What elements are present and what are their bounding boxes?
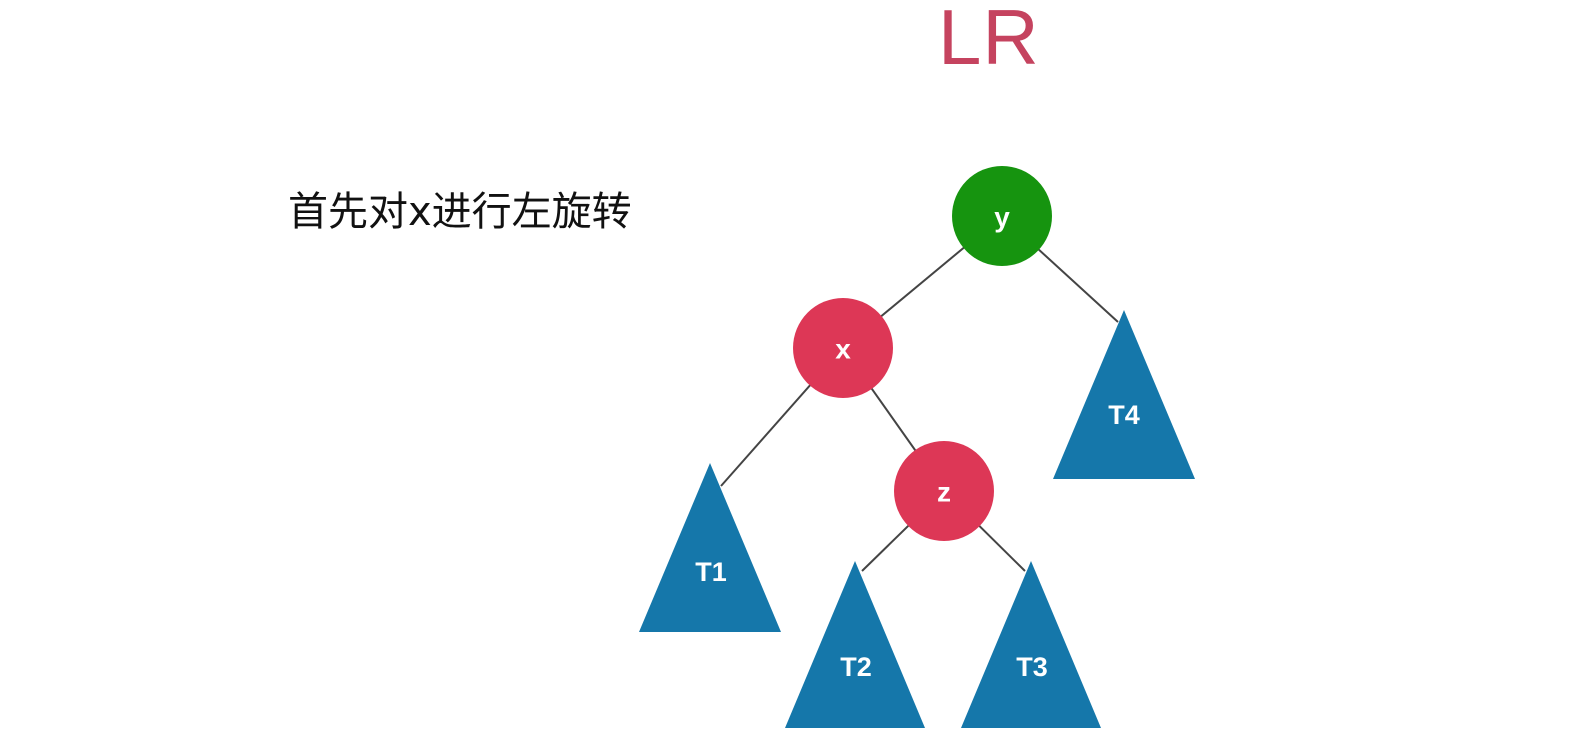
subtree-label: T4 <box>1108 400 1140 430</box>
subtree-label: T3 <box>1016 652 1048 682</box>
node-circle <box>952 166 1052 266</box>
node-label: z <box>937 477 951 508</box>
nodes-layer: y x z <box>793 166 1052 541</box>
subtree-triangle <box>639 463 781 632</box>
subtree-t4: T4 <box>1053 310 1195 479</box>
node-circle <box>793 298 893 398</box>
node-label: x <box>835 334 851 365</box>
subtree-label: T1 <box>695 557 727 587</box>
subtree-t2: T2 <box>785 561 925 728</box>
subtree-label: T2 <box>840 652 872 682</box>
node-x: x <box>793 298 893 398</box>
subtree-triangle <box>961 561 1101 728</box>
subtree-t1: T1 <box>639 463 781 632</box>
caption-text: 首先对x进行左旋转 <box>288 189 632 235</box>
subtree-triangle <box>785 561 925 728</box>
node-z: z <box>894 441 994 541</box>
subtree-t3: T3 <box>961 561 1101 728</box>
node-circle <box>894 441 994 541</box>
subtree-triangle <box>1053 310 1195 479</box>
diagram-title: LR <box>938 0 1040 81</box>
node-y: y <box>952 166 1052 266</box>
node-label: y <box>994 202 1010 233</box>
